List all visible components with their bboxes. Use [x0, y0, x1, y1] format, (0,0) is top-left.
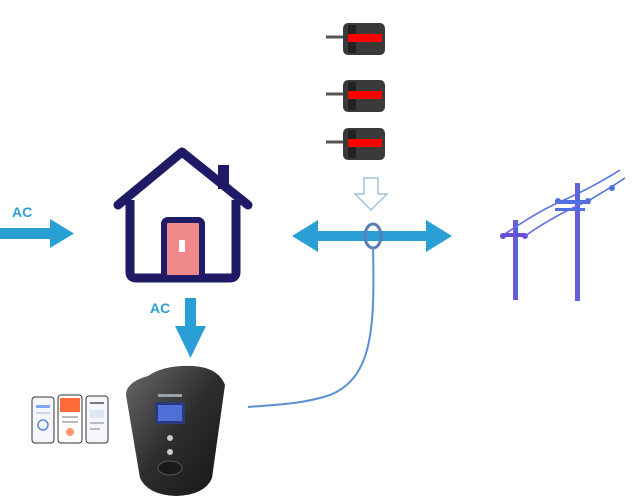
ac-input-label: AC	[12, 204, 32, 220]
ac-input-arrow	[0, 219, 74, 248]
ac-to-charger-arrow	[175, 298, 206, 358]
door-icon	[164, 220, 202, 278]
house-icon	[118, 152, 248, 278]
ac-charger-label: AC	[150, 300, 170, 316]
ev-charger-icon	[126, 366, 225, 496]
current-clamp-icon	[326, 23, 385, 160]
utility-pole-icon	[500, 170, 625, 301]
smartphone-app-icon	[32, 395, 108, 443]
sensor-cable	[248, 248, 373, 407]
hollow-down-arrow	[355, 178, 387, 210]
